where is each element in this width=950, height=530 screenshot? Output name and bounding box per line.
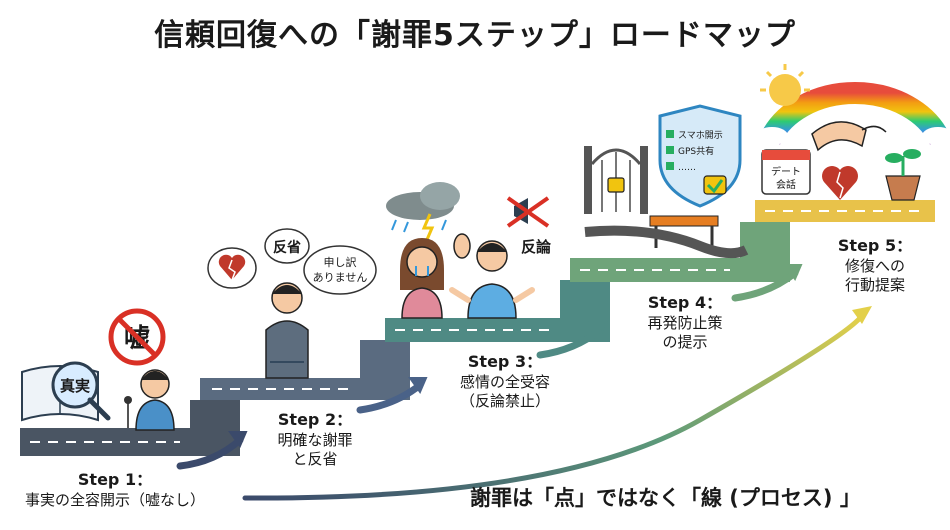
road-step-2	[200, 340, 410, 400]
mended-heart-icon	[822, 166, 858, 200]
reflect-bubble: 反省	[264, 228, 310, 264]
no-lie-sign: 嘘	[108, 308, 166, 366]
plant-pot-icon	[885, 149, 921, 201]
step-3-label: Step 3： 感情の全受容 （反論禁止）	[430, 352, 580, 412]
sun-icon	[760, 64, 810, 106]
magnifier-icon	[51, 361, 99, 409]
step-5-text: 修復への 行動提案	[844, 256, 905, 295]
rainbow	[756, 82, 950, 145]
step-1-label: Step 1： 事実の全容開示（嘘なし）	[0, 470, 230, 510]
step-3-text: 感情の全受容 （反論禁止）	[459, 372, 550, 411]
ear-icon	[453, 233, 471, 259]
sorry-label-line2: ありません	[313, 271, 368, 284]
shield-item-1: スマホ開示	[678, 130, 723, 141]
lightning-icon	[421, 213, 435, 243]
locked-gate	[584, 146, 648, 214]
security-shield: スマホ開示 GPS共有 ……	[658, 104, 742, 208]
process-caption: 謝罪は「点」ではなく「線 (プロセス) 」	[470, 486, 861, 510]
reflect-label: 反省	[273, 239, 301, 256]
step-2-number: Step 2：	[277, 410, 353, 429]
broken-heart-bubble	[207, 247, 257, 289]
no-rebuttal-label: 反論	[521, 238, 552, 256]
truth-book-illustration: 真実	[21, 361, 111, 422]
step-2-text: 明確な謝罪 と反省	[277, 430, 353, 469]
sorry-label-line1: 申し訳	[324, 255, 357, 269]
winding-road	[584, 225, 749, 259]
listening-man	[449, 233, 535, 319]
road-step-4	[570, 222, 790, 282]
step-4-text: 再発防止策 の提示	[647, 313, 723, 352]
broken-heart-icon	[218, 254, 246, 280]
step-5-label: Step 5： 修復への 行動提案	[810, 236, 940, 296]
step-2-label: Step 2： 明確な謝罪 と反省	[250, 410, 380, 470]
book-label: 真実	[60, 377, 90, 395]
calendar-line2: 会話	[776, 178, 796, 191]
road-step-5	[755, 200, 935, 222]
handshake-icon	[811, 121, 887, 152]
crying-woman	[400, 238, 444, 319]
calendar-line1: デート	[771, 165, 801, 178]
step-4-label: Step 4： 再発防止策 の提示	[620, 293, 750, 353]
road-step-1	[20, 400, 240, 456]
process-curve-arrow	[242, 306, 872, 501]
step-1-number: Step 1：	[77, 470, 153, 489]
no-rebuttal-sign: 反論	[506, 196, 552, 256]
step-3-number: Step 3：	[467, 352, 543, 371]
padlock-icon	[607, 177, 625, 193]
bowing-person	[265, 282, 309, 379]
road-step-3	[385, 280, 610, 342]
step-arrows	[176, 264, 803, 470]
sorry-bubble: 申し訳 ありません	[303, 245, 377, 295]
storm-cloud	[386, 182, 460, 243]
shield-item-3: ……	[678, 163, 696, 173]
step-4-number: Step 4：	[647, 293, 723, 312]
page-title: 信頼回復への「謝罪5ステップ」ロードマップ	[154, 18, 796, 53]
step-1-text: 事実の全容開示（嘘なし）	[24, 490, 205, 509]
date-calendar: デート 会話	[761, 149, 811, 195]
speaking-person	[124, 369, 175, 431]
step-5-number: Step 5：	[837, 236, 913, 255]
shield-item-2: GPS共有	[678, 145, 714, 157]
